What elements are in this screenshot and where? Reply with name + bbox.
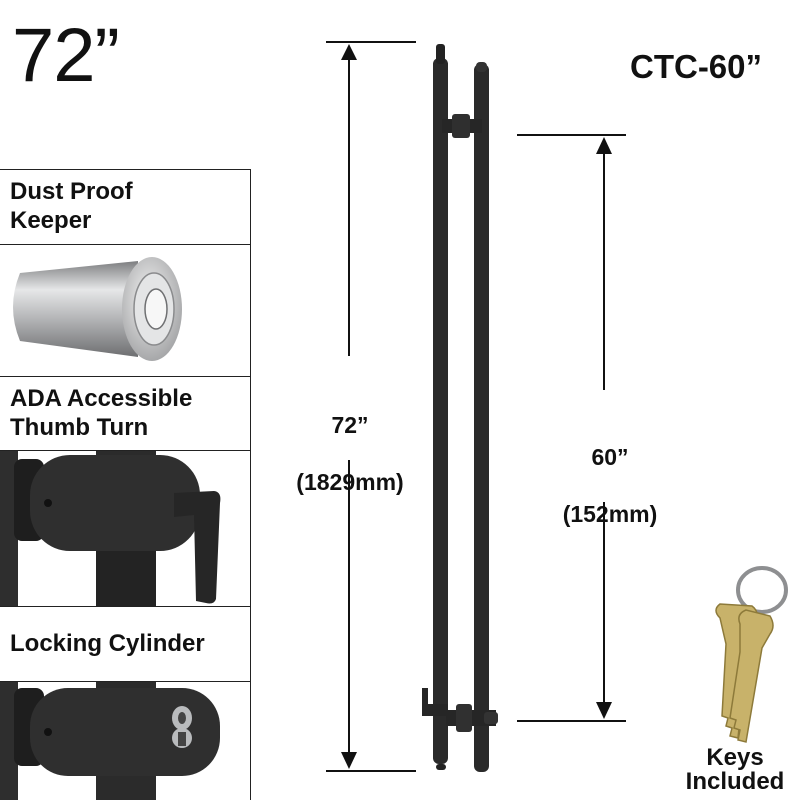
feature-label-thumb-turn: ADA Accessible Thumb Turn	[0, 377, 251, 451]
model-number: CTC-60”	[630, 48, 763, 85]
overall-imperial: 72”	[331, 411, 369, 438]
keys-icon	[715, 566, 788, 743]
thumb-turn-image	[0, 451, 251, 607]
center-to-center-dimension-line	[517, 134, 626, 722]
keys-included-label: Keys Included	[685, 744, 785, 795]
length-title: 72”	[12, 13, 120, 98]
feature-label-dust-proof-keeper: Dust Proof Keeper	[0, 169, 251, 245]
ctc-metric: (152mm)	[562, 501, 658, 528]
dust-proof-keeper-image	[0, 245, 251, 377]
overall-dimension-line	[326, 41, 416, 772]
center-to-center-label: 60” (152mm)	[540, 414, 680, 558]
overall-dimension-label: 72” (1829mm)	[280, 382, 420, 526]
feature-label-locking-cylinder: Locking Cylinder	[0, 607, 251, 682]
locking-cylinder-image	[0, 682, 251, 800]
pull-handles	[422, 44, 498, 772]
ctc-imperial: 60”	[591, 443, 629, 470]
overall-metric: (1829mm)	[296, 469, 404, 496]
